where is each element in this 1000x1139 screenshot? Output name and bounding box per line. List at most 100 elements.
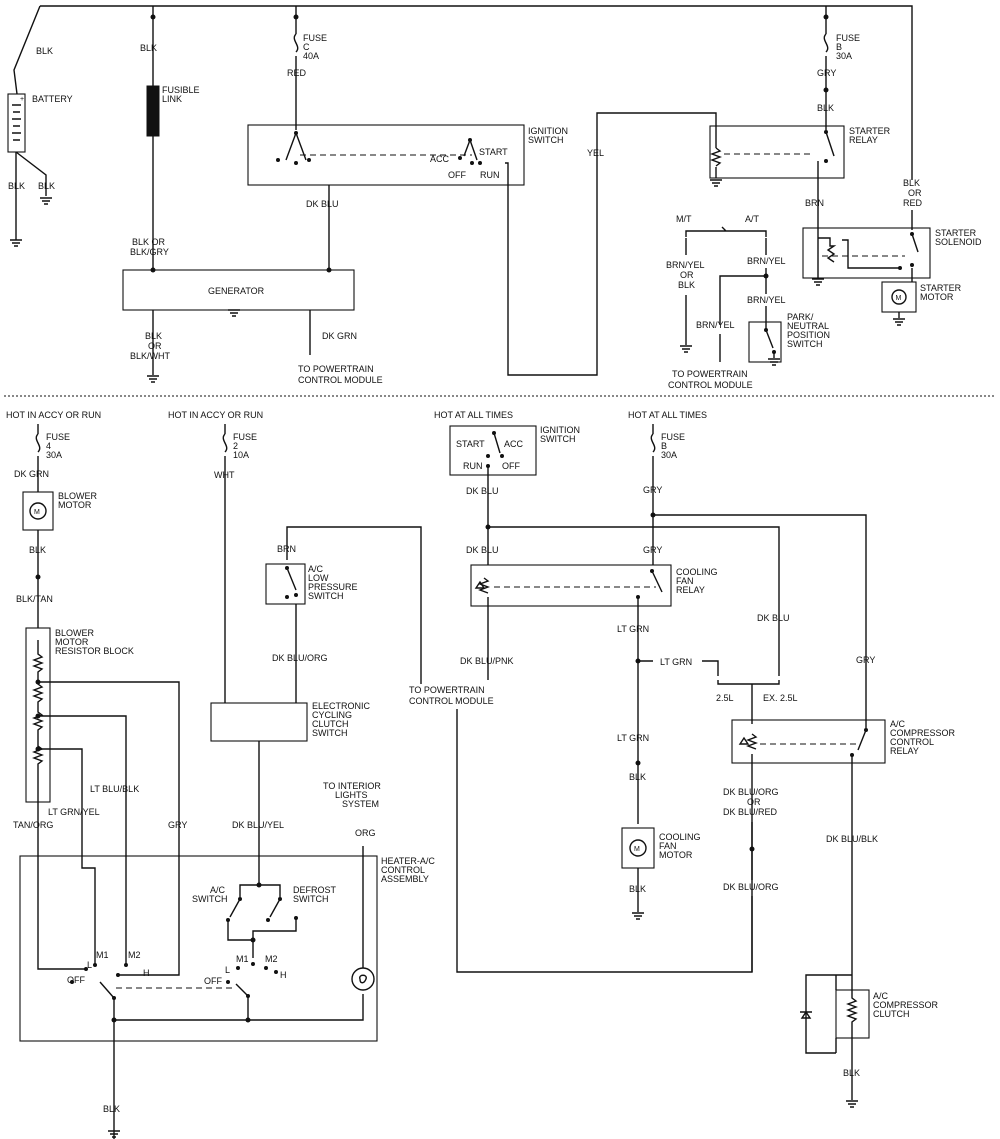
lp-label-4: SWITCH <box>308 591 344 601</box>
ign2-acc: ACC <box>504 439 524 449</box>
trans-mt-label: M/T <box>676 214 692 224</box>
clutch-ground-label: BLK <box>843 1068 860 1078</box>
battery-gnd-label-left: BLK <box>8 181 25 191</box>
battery: + BATTERY <box>7 93 73 153</box>
fuse-b2-label-1: FUSE <box>661 432 685 442</box>
ign2-off: OFF <box>502 461 520 471</box>
cooling-ltgrn-label-3: LT GRN <box>617 733 649 743</box>
ac-switch-label-1: A/C <box>210 885 226 895</box>
compressor-gry-label-2: GRY <box>643 545 662 555</box>
ignition-out-wire-label: DK BLU <box>306 199 339 209</box>
park-neutral-label-4: SWITCH <box>787 339 823 349</box>
fuse-c-label-1: FUSE <box>303 33 327 43</box>
ign-acc-label: ACC <box>430 154 450 164</box>
fusible-link-label-1: FUSIBLE <box>162 85 200 95</box>
defrost-label-1: DEFROST <box>293 885 337 895</box>
generator-to-label-1: TO POWERTRAIN <box>298 364 374 374</box>
svg-text:M: M <box>896 295 902 302</box>
heater-h-label: H <box>143 968 150 978</box>
blower-motor-label-1: BLOWER <box>58 491 98 501</box>
ltgrn-branch <box>638 660 719 676</box>
ground-icon <box>893 318 905 326</box>
svg-text:+: + <box>20 96 24 103</box>
generator-gnd-label-1: BLK <box>145 331 162 341</box>
trans-to-label-2: CONTROL MODULE <box>668 380 753 390</box>
fuse-2-icon <box>222 433 228 453</box>
starter-relay-box <box>709 125 845 179</box>
ign2-label-2: SWITCH <box>540 434 576 444</box>
ign2-start: START <box>456 439 485 449</box>
cooling-relay-label-2: FAN <box>676 576 694 586</box>
compressor-relay-box <box>731 719 886 764</box>
at-wire-split <box>719 268 767 362</box>
ecc-switch-box <box>210 702 308 742</box>
svg-text:M: M <box>634 846 640 853</box>
fusible-link-label-2: LINK <box>162 94 182 104</box>
ground-icon <box>768 358 780 366</box>
ignition-switch-label-2: SWITCH <box>528 135 564 145</box>
solenoid-wire-label-3: RED <box>903 198 923 208</box>
ignition-switch-2-box <box>449 425 537 476</box>
starter-relay-label-2: RELAY <box>849 135 878 145</box>
ac-switch-label-2: SWITCH <box>192 894 228 904</box>
pcm-return-wire <box>456 709 753 973</box>
compressor-dkblu-blk-label: DK BLU/BLK <box>826 834 878 844</box>
park-neutral-switch <box>748 321 782 363</box>
motor-icon: M <box>629 839 647 857</box>
at-wire-label-3: BRN/YEL <box>696 320 735 330</box>
blower-motor-label-2: MOTOR <box>58 500 92 510</box>
heater-ac-control-box <box>19 855 378 1042</box>
fusible-link-out-label-2: BLK/GRY <box>130 247 169 257</box>
ign-run-label: RUN <box>480 170 500 180</box>
resistor-ltblu-label: LT BLU/BLK <box>90 784 139 794</box>
trans-at-label: A/T <box>745 214 760 224</box>
ground-icon <box>846 1100 858 1108</box>
mt-wire-label-2: OR <box>680 270 694 280</box>
dkblu-pnk-label: DK BLU/PNK <box>460 656 514 666</box>
blower-hot-label: HOT IN ACCY OR RUN <box>6 410 101 420</box>
park-neutral-label-3: POSITION <box>787 330 830 340</box>
heater-m1-label: M1 <box>96 950 109 960</box>
to-pcm-label-2: CONTROL MODULE <box>409 696 494 706</box>
heater-m1b-label: M1 <box>236 954 249 964</box>
solenoid-label-1: STARTER <box>935 228 977 238</box>
yel-start-wire <box>505 112 717 376</box>
trans-to-label-1: TO POWERTRAIN <box>672 369 748 379</box>
clutch-label-1: A/C <box>873 991 889 1001</box>
resistor-label-2: MOTOR <box>55 637 89 647</box>
fuse-c-wire-label: RED <box>287 68 307 78</box>
ltblu-wire <box>38 715 127 965</box>
starter-motor-label-1: STARTER <box>920 283 962 293</box>
cooling-relay-label-3: RELAY <box>676 585 705 595</box>
battery-label: BATTERY <box>32 94 73 104</box>
compressor-relay-label-4: RELAY <box>890 746 919 756</box>
ign2-label-1: IGNITION <box>540 425 580 435</box>
clutch-hot-label: HOT IN ACCY OR RUN <box>168 410 263 420</box>
generator-out-wire-label: DK GRN <box>322 331 357 341</box>
blower-wire-label-1: DK GRN <box>14 469 49 479</box>
clutch-wire-label-1: WHT <box>214 470 235 480</box>
starter-relay-coil <box>710 147 722 167</box>
fuse-c-icon <box>293 33 299 53</box>
motor-icon: M <box>29 502 47 520</box>
resistor-coils <box>32 640 44 790</box>
fuse-4-label-2: 4 <box>46 441 51 451</box>
cooling-ltgrn-label-2: LT GRN <box>660 657 692 667</box>
defrost-label-2: SWITCH <box>293 894 329 904</box>
fuse-4-label-3: 30A <box>46 450 62 460</box>
lp-label-1: A/C <box>308 564 324 574</box>
cooling-fan-relay-box <box>470 564 672 607</box>
ecc-label-4: SWITCH <box>312 728 348 738</box>
resistor-ltgrn-label: LT GRN/YEL <box>48 807 100 817</box>
cooling-motor-label-3: MOTOR <box>659 850 693 860</box>
gry-compressor-wire <box>653 514 867 728</box>
compressor-clutch-coil <box>846 990 858 1038</box>
compressor-relay-label-1: A/C <box>890 719 906 729</box>
cooling-motor-label-1: COOLING <box>659 832 701 842</box>
fuse-b2-label-2: B <box>661 441 667 451</box>
ground-icon <box>228 309 240 317</box>
svg-text:M: M <box>34 509 40 516</box>
heater-label-2: CONTROL <box>381 865 425 875</box>
battery-positive-bus <box>40 5 913 180</box>
heater-l-label: L <box>87 960 92 970</box>
